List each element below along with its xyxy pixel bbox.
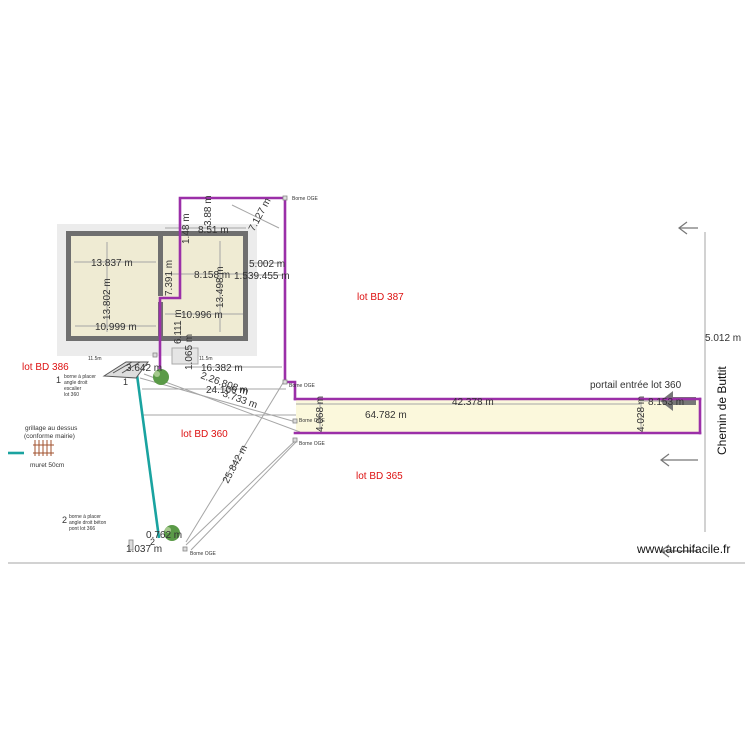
dimension-lines [8,204,745,564]
site-gap-left: 11.5m [88,356,102,362]
fence-lines [8,374,161,539]
borne2-line1: borne à placer [69,514,101,520]
staircase-icon [102,361,149,379]
dim-label: 1.539.455 m [234,271,290,282]
fence-legend-icon [33,440,54,456]
lot-bd360-label: lot BD 360 [181,429,228,440]
dim-label: 13.498 m [215,266,226,308]
borne1-line1: borne à placer [64,374,96,380]
dim-label: 7.127 m [247,196,274,233]
dim-label: 5.012 m [705,333,741,344]
dim-label: 1.065 m [184,334,195,370]
lot-bd386-label: lot BD 386 [22,362,69,373]
lot-bd365-label: lot BD 365 [356,471,403,482]
dim-label: 4.068 m [315,396,326,432]
room-left [71,236,158,336]
borne-oge-label: Borne OGE [299,441,326,447]
fence-legend-title1: grillage au dessus [25,425,78,432]
gate-arrow-icon [660,391,696,411]
dim-label: 42.378 m [452,397,494,408]
dim-label: 13.837 m [91,258,133,269]
dim-label: 4.028 m [636,396,647,432]
terrace-icon [171,347,199,365]
dim-label: 24.106 m [206,385,248,396]
dimension-labels: 13.837 m 13.802 m 10.999 m 7.391 m 8.51 … [91,195,741,555]
borne1-line3: escalier [64,386,82,392]
lot-bd387-label: lot BD 387 [357,292,404,303]
dim-label: 8.153 m [648,397,684,408]
driveway-strip [296,399,699,433]
borne2-line3: pont lot 366 [69,526,95,532]
dim-label: 6.111 m [173,309,184,344]
borne2-line2: angle droit béton [69,520,106,526]
borne1-marker-number: 1 [123,377,128,387]
dim-label: 10.999 m [95,322,137,333]
borne2-number: 2 [62,515,67,525]
trees [153,369,180,541]
watermark: www.archifacile.fr [636,542,730,556]
dim-label: 16.382 m [201,363,243,374]
dim-label: 1.48 m [181,213,192,244]
dim-label: 64.782 m [365,410,407,421]
dim-label: 8.158 m [194,270,230,281]
dim-label: 5.002 m [249,259,285,270]
direction-arrows [660,221,698,558]
borne-oge-label: Borne OGE [190,551,217,557]
borne-oge-label: Borne OGE [292,196,319,202]
dim-label: 25.842 m [221,443,250,485]
borne2-marker-number: 2 [150,537,155,547]
dim-label: 3.642 m [126,363,162,374]
dim-label: 13.802 m [102,278,113,320]
borne-oge-label: Borne OGE [289,383,316,389]
borne-oge-label: Borne OGE [299,418,326,424]
site-gap-right: 11.5m [199,356,213,362]
borne1-line4: lot 360 [64,392,79,398]
dim-label: 7.391 m [164,260,175,296]
borne-markers [128,195,298,552]
room-right [163,236,243,336]
gate-label: portail entrée lot 360 [590,380,682,391]
dim-label: 3.88 m [203,195,214,226]
fence-legend-muret: muret 50cm [30,462,64,469]
dim-label: 8.51 m [198,225,229,236]
borne1-number: 1 [56,375,61,385]
dim-label: 1.037 m [126,544,162,555]
fence-legend-title2: (conforme mairie) [24,433,75,440]
borne1-line2: angle droit [64,380,88,386]
road-label: Chemin de Buttit [715,366,729,455]
dim-label: 10.996 m [181,310,223,321]
dim-label: 0.762 m [146,530,182,541]
